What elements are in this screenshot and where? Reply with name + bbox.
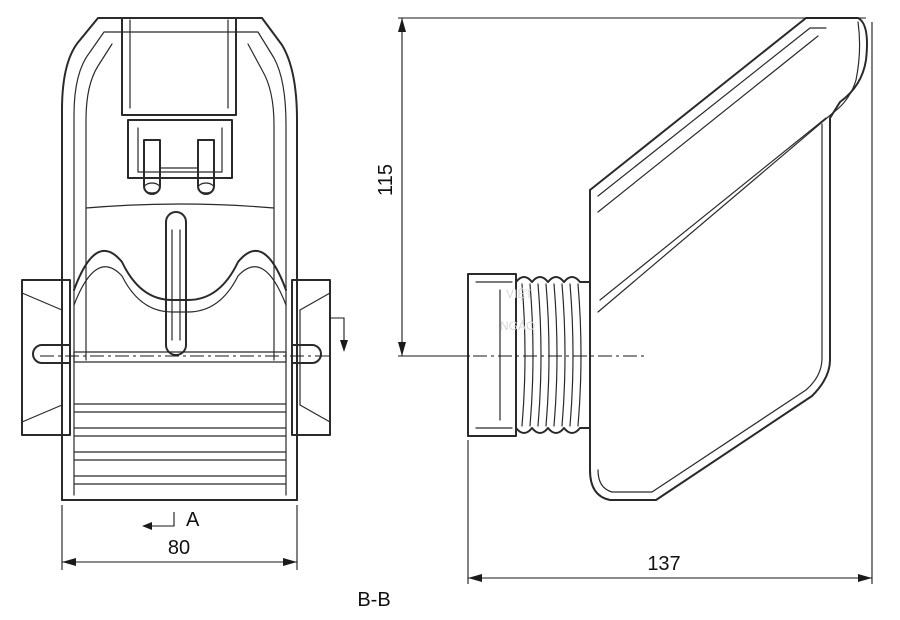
watermark: VIỆT NGÀO [500, 286, 535, 333]
corrugated-sleeve [515, 276, 591, 434]
dimension-height: 115 [375, 17, 866, 357]
side-housing [589, 17, 868, 501]
gland-nut [467, 273, 517, 437]
body-inner-wall [73, 31, 287, 496]
body-outline [61, 17, 298, 501]
section-marker-label: A [186, 509, 200, 531]
watermark-line-1: VIỆT [506, 286, 533, 301]
latch-block [121, 17, 237, 195]
watermark-line-2: NGÀO [500, 318, 535, 333]
dimension-height-label: 115 [375, 164, 397, 196]
ribbed-base [61, 351, 298, 501]
dimension-depth-label: 137 [647, 553, 680, 575]
dimension-width: 80 [61, 505, 298, 570]
cable-cradle [73, 211, 287, 356]
side-view: 115 137 VIỆT NGÀO [375, 17, 873, 584]
section-title: B-B [357, 589, 390, 611]
front-view: A 80 [21, 17, 348, 570]
dimension-depth: 137 [467, 22, 873, 584]
dimension-width-label: 80 [168, 537, 190, 559]
section-marker-a: A [142, 509, 200, 531]
mounting-flange-right [291, 279, 331, 436]
